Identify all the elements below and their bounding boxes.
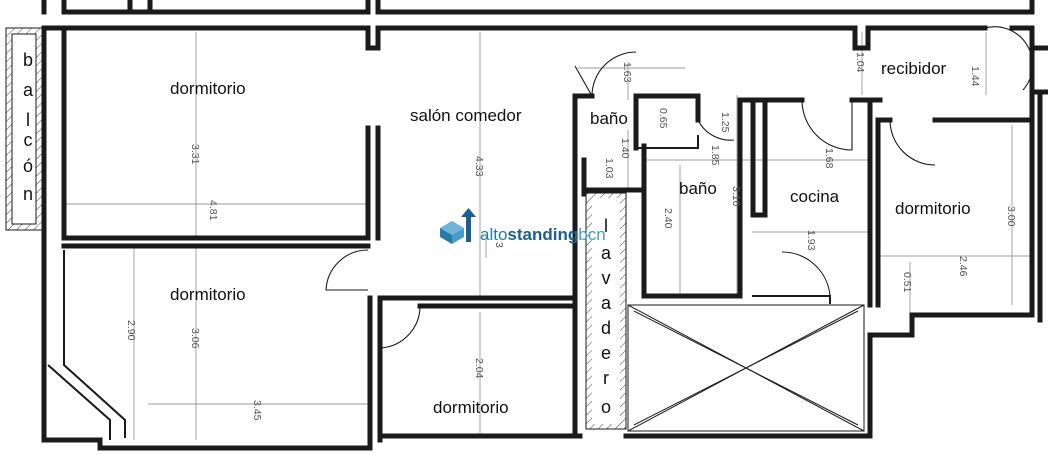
lavadero-letter: a	[601, 243, 612, 263]
dim-label: 3.31	[189, 144, 201, 165]
watermark-part-standing: standing	[507, 225, 578, 244]
dim-label: 4.33	[473, 156, 485, 177]
dimension-labels: 3.31 4.81 4.33 3 2.90 3.06 3.45 2.04 1.6…	[125, 52, 1017, 421]
room-label-bano-large: baño	[679, 179, 717, 198]
light-well	[627, 304, 865, 432]
lavadero-letter: e	[601, 343, 611, 363]
dim-label: 2.40	[662, 208, 674, 229]
room-label-dormitorio-bottom-mid: dormitorio	[433, 398, 509, 417]
watermark-part-bcn: bcn	[578, 225, 605, 244]
dimension-lines	[64, 32, 1032, 440]
room-label-salon: salón comedor	[410, 106, 522, 125]
dim-label: 3.06	[189, 328, 201, 349]
dim-label: 1.63	[621, 62, 633, 83]
dim-label: 3.00	[1005, 206, 1017, 227]
balcon-letter: l	[26, 110, 30, 130]
balcon-letter: ó	[23, 156, 33, 176]
balcon-letter: b	[23, 50, 33, 70]
watermark-part-alto: alto	[480, 225, 507, 244]
dim-label: 1.93	[805, 230, 817, 251]
lavadero-letter: v	[602, 268, 611, 288]
dim-label: 3	[493, 242, 505, 248]
dim-label: 1.03	[603, 158, 615, 179]
balcon-letter: n	[23, 184, 33, 204]
walls	[41, 25, 1048, 451]
lavadero-letter: o	[601, 397, 611, 417]
dim-label: 2.04	[473, 358, 485, 379]
lavadero-letter: a	[601, 293, 612, 313]
watermark-logo: altostandingbcn	[440, 208, 606, 244]
dim-label: 0.65	[657, 108, 669, 129]
cube-icon	[440, 208, 476, 244]
lavadero-letter: r	[603, 368, 609, 388]
dim-label: 1.04	[854, 52, 866, 73]
room-label-dormitorio-right: dormitorio	[895, 199, 971, 218]
top-strip-walls	[41, 0, 1035, 15]
balcon-letter: c	[24, 130, 33, 150]
dim-label: 3.45	[251, 400, 263, 421]
dim-label: 1.68	[823, 148, 835, 169]
room-label-recibidor: recibidor	[881, 59, 947, 78]
doors	[325, 26, 1034, 349]
balcon-letter: a	[23, 80, 34, 100]
watermark-text: altostandingbcn	[480, 225, 606, 244]
room-labels: dormitorio salón comedor baño baño cocin…	[170, 59, 971, 417]
dim-label: 1.40	[619, 138, 631, 159]
lavadero-letter: l	[604, 216, 608, 236]
dim-label: 1.25	[719, 112, 731, 133]
lavadero-label: l a v a d e r o	[601, 216, 612, 417]
dim-label: 2.90	[125, 320, 137, 341]
dim-label: 1.85	[709, 145, 721, 166]
dim-label: 0.51	[901, 272, 913, 293]
dim-label: 1.44	[969, 66, 981, 87]
lavadero-letter: d	[601, 318, 611, 338]
dim-label: 2.46	[957, 256, 969, 277]
room-label-cocina: cocina	[790, 187, 840, 206]
dim-label: 4.81	[207, 200, 219, 221]
dim-label: 3.10	[730, 186, 742, 207]
lavadero-area	[585, 192, 627, 430]
balcon	[5, 27, 43, 231]
room-label-dormitorio-bottom-left: dormitorio	[170, 285, 246, 304]
balcon-label: b a l c ó n	[23, 50, 34, 204]
room-label-dormitorio-top-left: dormitorio	[170, 79, 246, 98]
room-label-bano-small: baño	[590, 109, 628, 128]
